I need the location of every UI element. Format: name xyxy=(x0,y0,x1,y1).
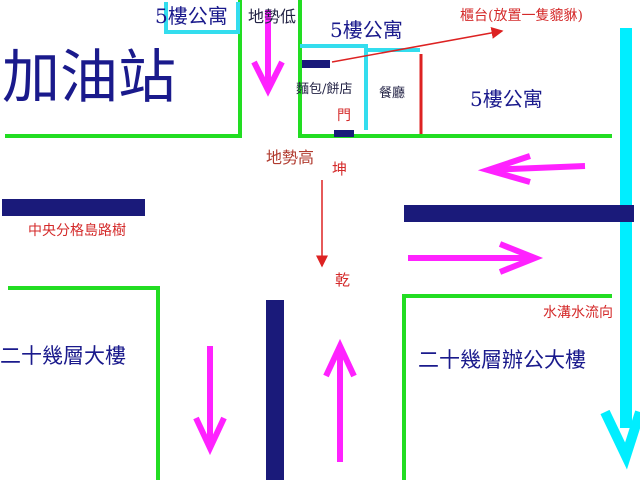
tower-left-label: 二十幾層大樓 xyxy=(0,344,126,368)
door-label: 門 xyxy=(337,108,351,124)
tower-right-label: 二十幾層辦公大樓 xyxy=(418,348,586,372)
qian-label: 乾 xyxy=(335,271,351,289)
counter-note-label: 櫃台(放置一隻貔貅) xyxy=(460,8,583,24)
apartment-top-mid-label: 5樓公寓 xyxy=(330,18,403,42)
median-left xyxy=(2,199,145,216)
bakery-label: 麵包/餅店 xyxy=(296,82,353,97)
gas-station-label: 加油站 xyxy=(2,43,177,111)
terrain-high-label: 地勢高 xyxy=(266,148,315,167)
kun-label: 坤 xyxy=(332,160,348,178)
traffic-arrow-right-right xyxy=(408,241,544,275)
median-bottom xyxy=(266,300,284,480)
door-marker xyxy=(334,130,354,137)
restaurant-label: 餐廳 xyxy=(379,86,406,101)
building-top-left-outline xyxy=(164,2,240,34)
apartment-top-left-label: 5樓公寓 xyxy=(155,4,228,28)
building-top-mid-outline xyxy=(300,44,368,130)
annotation-lines xyxy=(316,26,504,268)
traffic-arrows xyxy=(193,10,586,462)
ditch-flow-label: 水溝水流向 xyxy=(543,305,613,321)
traffic-arrow-right-left xyxy=(477,153,586,185)
apartment-right-label: 5樓公寓 xyxy=(470,87,543,111)
median-right xyxy=(404,205,634,222)
road-edge-bottom-right xyxy=(402,294,612,480)
road-edge-top-left xyxy=(5,0,242,138)
median-trees-label: 中央分格島路樹 xyxy=(28,223,126,239)
counter-pointer xyxy=(331,26,504,63)
building-outlines xyxy=(164,2,420,130)
ditch-flow-arrow xyxy=(600,28,640,470)
terrain-low-label: 地勢低 xyxy=(248,7,297,26)
medians xyxy=(2,60,634,480)
traffic-arrow-bottom-down xyxy=(193,346,227,456)
traffic-arrow-bottom-up xyxy=(323,338,357,462)
counter-marker xyxy=(302,60,330,68)
road-edge-bottom-left xyxy=(8,286,160,480)
traffic-arrow-top-down xyxy=(251,10,285,97)
